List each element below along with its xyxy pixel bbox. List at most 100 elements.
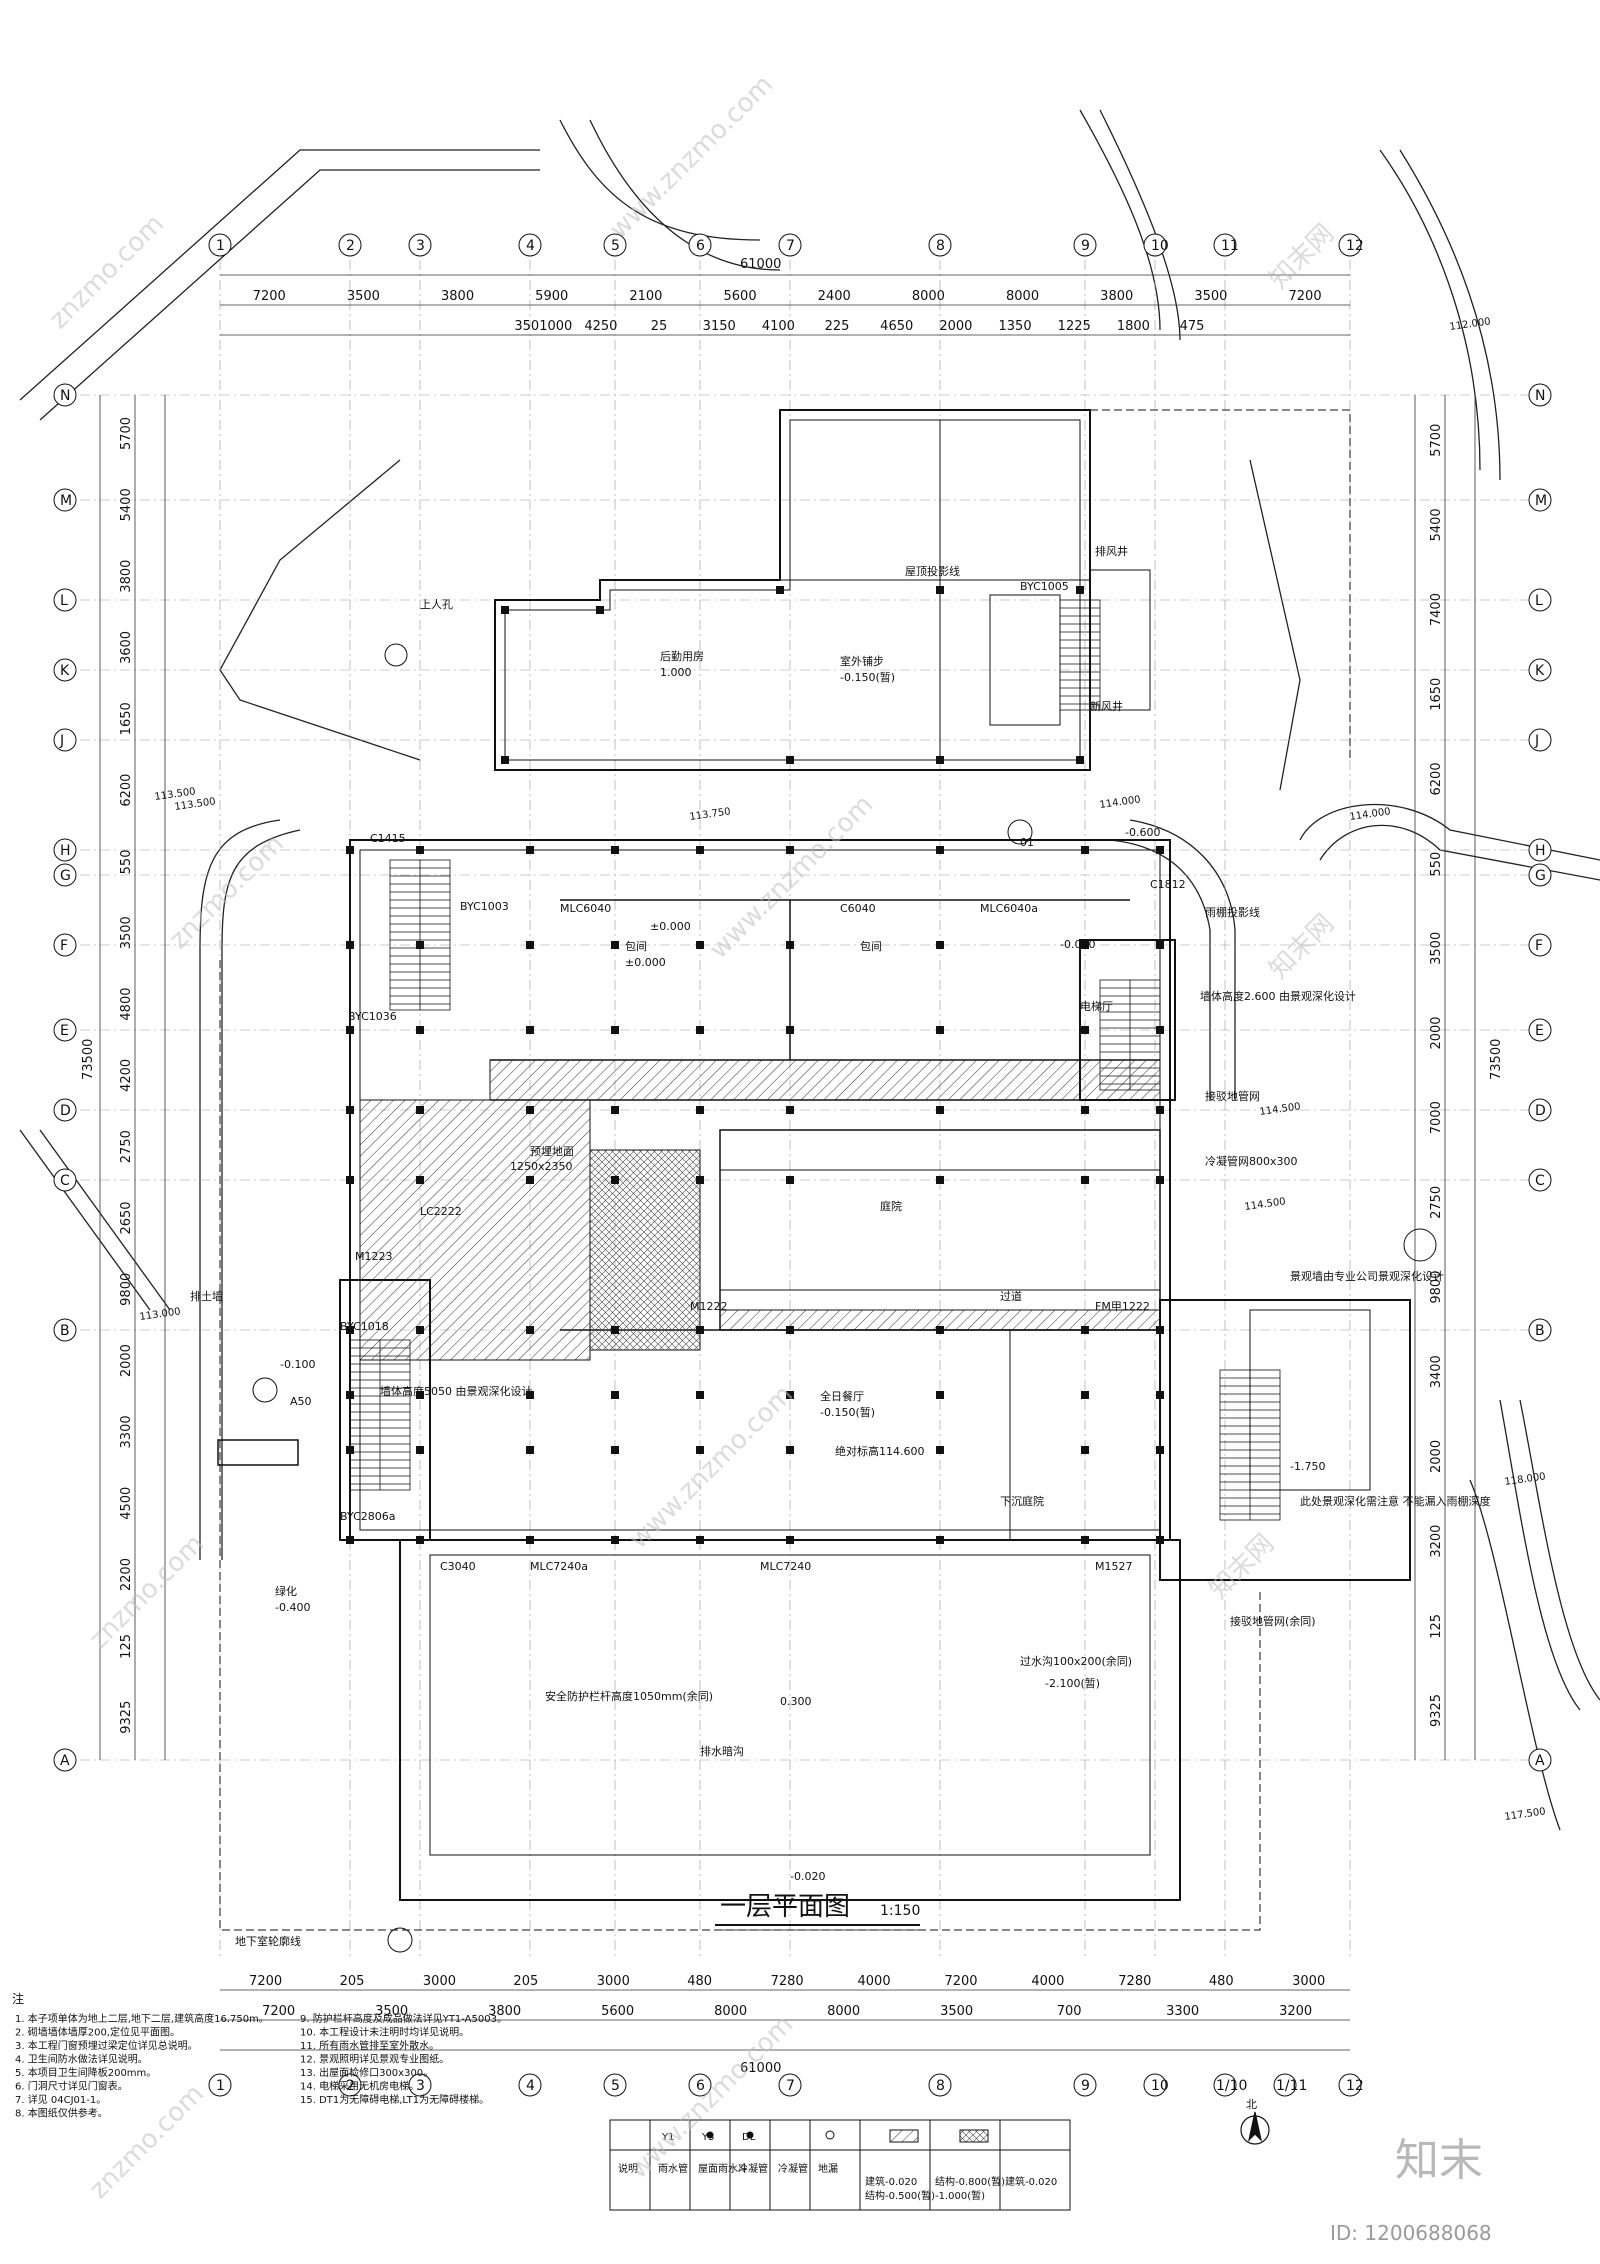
dim-top2: 1800 xyxy=(1117,319,1150,334)
dim-bottom1: 3000 xyxy=(423,1974,456,1989)
grid-label-top: 4 xyxy=(526,238,535,254)
title-scale: 1:150 xyxy=(880,1903,920,1919)
grid-bubble-right: F xyxy=(1528,933,1552,957)
dim-top2: 2000 xyxy=(939,319,972,334)
dim-bottom1: 7200 xyxy=(944,1974,977,1989)
overall-dim-left: 73500 xyxy=(81,1039,96,1080)
room-level: -0.150(暂) xyxy=(820,1406,875,1419)
grid-label-top: 11 xyxy=(1221,238,1239,254)
annotation-label: 01 xyxy=(1020,836,1034,849)
grid-bubble-right: N xyxy=(1528,383,1552,407)
annotation-label: C3040 xyxy=(440,1560,476,1573)
grid-bubble-top: 11 xyxy=(1213,233,1239,257)
room-name: 下沉庭院 xyxy=(1000,1494,1044,1508)
dim-left: 3800 xyxy=(119,560,134,593)
grid-label-bottom: 8 xyxy=(936,2078,945,2094)
dim-bottom1: 3000 xyxy=(597,1974,630,1989)
note-line: 6. 门洞尺寸详见门窗表。 xyxy=(15,2080,128,2093)
annotation-label: M1223 xyxy=(355,1250,393,1263)
grid-bubble-bottom: 9 xyxy=(1073,2073,1097,2097)
annotation-label: 1250x2350 xyxy=(510,1160,573,1173)
column xyxy=(786,1176,794,1184)
column xyxy=(346,1106,354,1114)
legend-slope: 建筑-0.020 xyxy=(1005,2175,1057,2188)
column xyxy=(936,586,944,594)
column xyxy=(346,941,354,949)
watermark-text: www.znzmo.com xyxy=(624,1380,799,1555)
grid-label-top: 3 xyxy=(416,238,425,254)
grid-bubble-bottom: 1 xyxy=(208,2073,232,2097)
column xyxy=(501,756,509,764)
legend-slope: 建筑-0.020 xyxy=(865,2175,917,2188)
grid-bubble-right: G xyxy=(1528,863,1552,887)
column xyxy=(416,1446,424,1454)
grid-bubble-left: D xyxy=(53,1098,77,1122)
watermark-text: www.znzmo.com xyxy=(624,2010,799,2185)
overall-dim-bottom: 61000 xyxy=(740,2061,781,2076)
grid-label-bottom: 4 xyxy=(526,2078,535,2094)
dim-left: 2750 xyxy=(119,1130,134,1163)
column xyxy=(611,1106,619,1114)
column xyxy=(611,1176,619,1184)
grid-bubble-bottom: 4 xyxy=(518,2073,542,2097)
room-name: 绿化 xyxy=(275,1584,297,1598)
grid-bubble-left: H xyxy=(53,838,77,862)
grid-bubble-top: 12 xyxy=(1338,233,1364,257)
grid-label-top: 12 xyxy=(1346,238,1364,254)
column xyxy=(416,1106,424,1114)
dim-top: 2100 xyxy=(629,289,662,304)
legend-slope: 结构-0.500(暂) xyxy=(865,2189,935,2202)
column xyxy=(416,941,424,949)
grid-label-right: A xyxy=(1535,1753,1545,1769)
dim-bottom2: 3500 xyxy=(375,2004,408,2019)
legend-label: 雨水管 xyxy=(658,2162,688,2175)
annotation-label: 墙体高度2.600 由景观深化设计 xyxy=(1200,989,1356,1003)
column xyxy=(611,941,619,949)
room-name: 全日餐厅 xyxy=(820,1389,864,1403)
column xyxy=(346,846,354,854)
dim-bottom2: 5600 xyxy=(601,2004,634,2019)
column xyxy=(696,1026,704,1034)
overall-dim-right: 73500 xyxy=(1489,1039,1504,1080)
dim-left: 6200 xyxy=(119,774,134,807)
column xyxy=(696,1326,704,1334)
grid-label-left: H xyxy=(60,843,71,859)
legend-label: 说明 xyxy=(618,2162,638,2175)
dim-bottom1: 480 xyxy=(687,1974,712,1989)
dim-bottom1: 4000 xyxy=(1031,1974,1064,1989)
dim-left: 4200 xyxy=(119,1059,134,1092)
grid-label-bottom: 9 xyxy=(1081,2078,1090,2094)
column xyxy=(1156,846,1164,854)
legend-header: Y3 xyxy=(701,2132,714,2143)
column xyxy=(526,941,534,949)
grid-label-right: J xyxy=(1534,733,1539,749)
dim-top2: 475 xyxy=(1180,319,1205,334)
grid-label-left: A xyxy=(60,1753,70,1769)
column xyxy=(936,1536,944,1544)
column xyxy=(416,1026,424,1034)
grid-bubble-right: H xyxy=(1528,838,1552,862)
grid-label-left: J xyxy=(59,733,64,749)
note-line: 13. 出屋面检修口300x300。 xyxy=(300,2066,433,2079)
stairs xyxy=(349,599,1281,1521)
dim-left: 4500 xyxy=(119,1487,134,1520)
elevation-mark: 114.500 xyxy=(1244,1196,1286,1213)
annotation-label: 过水沟100x200(余同) xyxy=(1020,1654,1132,1668)
column xyxy=(696,1176,704,1184)
grid-label-left: B xyxy=(60,1323,70,1339)
column xyxy=(346,1026,354,1034)
grid-bubble-left: A xyxy=(53,1748,77,1772)
grid-bubble-left: M xyxy=(53,488,77,512)
column xyxy=(526,1026,534,1034)
dim-right: 9325 xyxy=(1429,1694,1444,1727)
grid-bubble-right: L xyxy=(1528,588,1552,612)
grid-bubble-right: B xyxy=(1528,1318,1552,1342)
id-text: ID: 1200688068 xyxy=(1330,2221,1492,2245)
note-line: 5. 本项目卫生间降板200mm。 xyxy=(15,2066,156,2079)
room-name: 过道 xyxy=(1000,1289,1022,1303)
grid-label-right: E xyxy=(1535,1023,1544,1039)
column xyxy=(1081,1391,1089,1399)
room-name: 地下室轮廓线 xyxy=(235,1934,301,1948)
dim-left: 9325 xyxy=(119,1701,134,1734)
grid-label-bottom: 3 xyxy=(416,2078,425,2094)
